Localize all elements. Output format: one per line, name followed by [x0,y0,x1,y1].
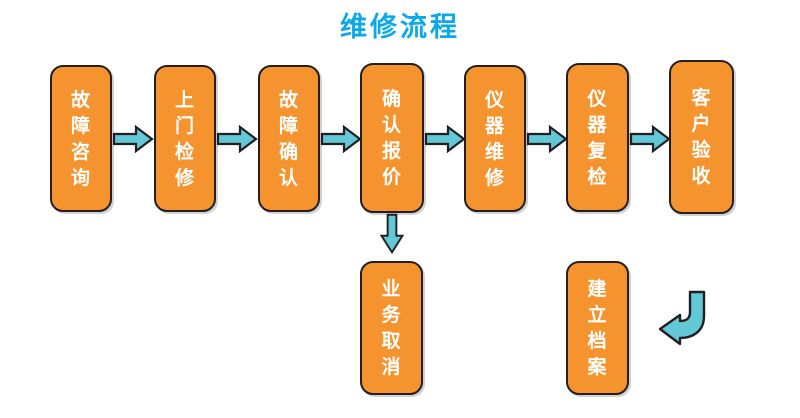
arrow-right-icon [629,124,671,154]
flow-node-label: 仪器维修 [484,88,505,189]
flow-node-step-4[interactable]: 确认报价 [360,63,424,213]
flow-node-label: 业务取消 [381,278,402,378]
flow-node-label: 客户验收 [691,87,712,187]
flow-node-label: 上门检修 [174,88,195,189]
flow-node-label: 仪器复检 [587,87,608,188]
flow-node-branch-cancel[interactable]: 业务取消 [360,261,423,395]
flow-node-step-7[interactable]: 客户验收 [669,60,734,214]
flow-node-step-5[interactable]: 仪器维修 [464,65,526,212]
arrow-right-icon [320,124,362,154]
flow-node-label: 故障咨询 [70,88,91,189]
flow-node-step-3[interactable]: 故障确认 [258,65,320,212]
flow-node-branch-archive[interactable]: 建立档案 [566,261,629,395]
flow-node-label: 建立档案 [587,278,608,378]
flow-node-label: 故障确认 [278,88,299,189]
page-title: 维修流程 [340,12,460,43]
flow-node-label: 确认报价 [381,88,402,188]
arrow-right-icon [424,124,466,154]
arrow-down-icon [379,213,405,255]
flow-node-step-6[interactable]: 仪器复检 [566,63,629,212]
arrow-right-icon [526,124,568,154]
flow-node-step-2[interactable]: 上门检修 [154,65,216,212]
arrow-right-icon [216,124,258,154]
flow-node-step-1[interactable]: 故障咨询 [50,65,112,212]
arrow-curve-left-icon [658,290,706,346]
arrow-right-icon [112,124,154,154]
